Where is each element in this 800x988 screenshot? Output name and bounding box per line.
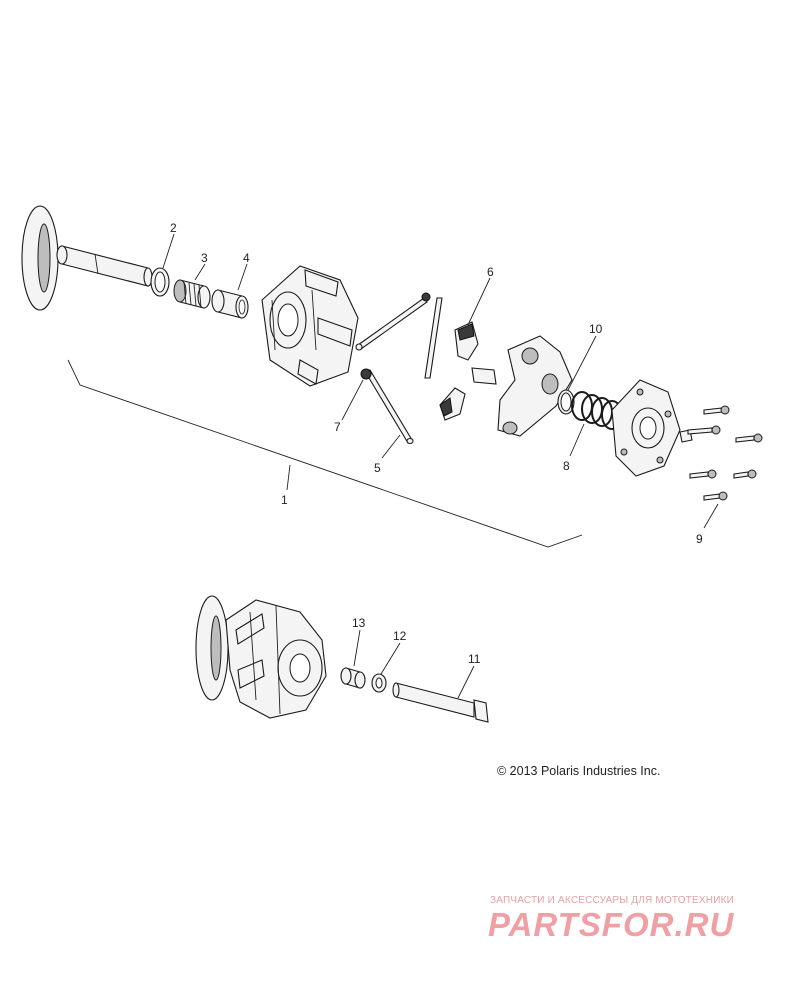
bolts	[687, 405, 763, 501]
leader-12	[380, 642, 401, 675]
callout-6: 6	[487, 265, 494, 279]
leader-11	[457, 665, 475, 699]
leader-7	[341, 379, 364, 421]
cam-weight-lower	[439, 387, 466, 421]
callout-7: 7	[334, 420, 341, 434]
callout-1: 1	[281, 493, 288, 507]
callout-11: 11	[468, 652, 481, 666]
retaining-bolt	[392, 682, 489, 723]
callout-9: 9	[696, 532, 703, 546]
lock-nut	[360, 368, 372, 380]
cover-plate	[611, 379, 681, 477]
leader-2	[162, 233, 175, 269]
leader-9	[703, 503, 719, 529]
clutch-housing	[261, 265, 359, 387]
watermark-logo: PARTSFOR.RU	[488, 906, 735, 943]
bushing-lower	[340, 667, 366, 689]
spider	[497, 335, 573, 437]
assembly-bracket	[67, 359, 583, 548]
assembled-clutch	[195, 595, 327, 719]
bushing	[211, 289, 249, 319]
leader-10	[567, 335, 597, 391]
callout-2: 2	[170, 221, 177, 235]
cam-weight-upper	[454, 321, 479, 361]
leader-3	[194, 263, 206, 281]
copyright-notice: © 2013 Polaris Industries Inc.	[497, 764, 661, 778]
callout-4: 4	[243, 251, 250, 265]
leader-6	[467, 277, 491, 326]
weight-pin-upper	[355, 292, 431, 351]
leader-5	[381, 434, 401, 459]
leader-8	[569, 423, 585, 457]
leader-13	[353, 629, 361, 667]
o-ring	[150, 267, 170, 297]
washer	[371, 673, 387, 693]
roller-block	[471, 367, 497, 385]
leader-1	[286, 464, 291, 491]
callout-13: 13	[352, 616, 366, 630]
needle-bearing	[173, 279, 211, 309]
callout-12: 12	[393, 629, 407, 643]
callout-10: 10	[589, 322, 603, 336]
callout-3: 3	[201, 251, 208, 265]
watermark-tagline: ЗАПЧАСТИ И АКСЕССУАРЫ ДЛЯ МОТОТЕХНИКИ	[490, 895, 735, 906]
sheave-with-shaft	[21, 205, 153, 311]
weight-pin-lower	[365, 369, 414, 445]
roller-pin	[424, 297, 443, 379]
leader-4	[237, 263, 248, 291]
shim	[557, 389, 575, 415]
callout-5: 5	[374, 461, 381, 475]
callout-8: 8	[563, 459, 570, 473]
